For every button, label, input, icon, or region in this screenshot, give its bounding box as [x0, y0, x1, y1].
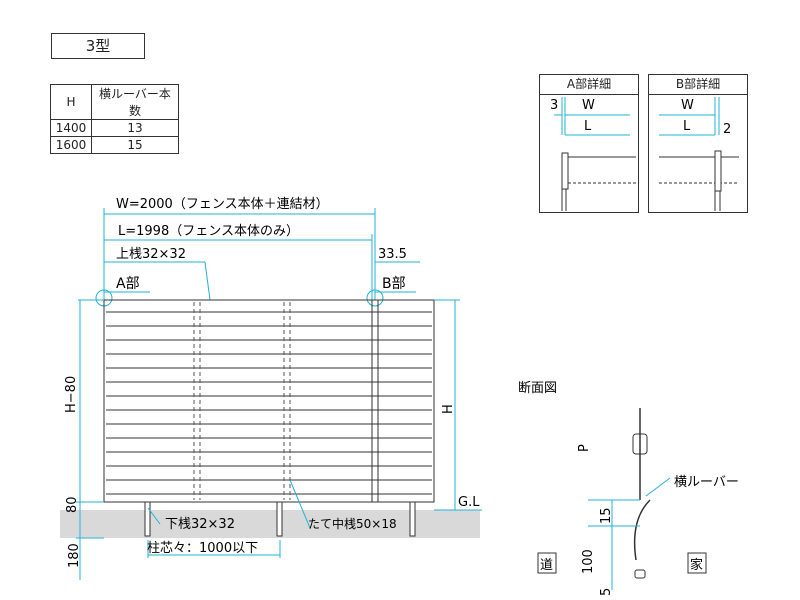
post-section	[561, 152, 569, 190]
bottom-rail-label: 下桟32×32	[165, 517, 235, 532]
l-label: L=1998（フェンス本体のみ）	[118, 224, 299, 239]
offset-label: 33.5	[378, 247, 407, 262]
section-louver	[633, 499, 651, 561]
detail-b-dim: 2	[723, 122, 731, 137]
section-title: 断面図	[518, 381, 557, 396]
table-header-count: 横ルーバー本数	[91, 84, 179, 120]
table-header-h: H	[50, 84, 92, 120]
louver-label: 横ルーバー	[674, 475, 739, 490]
ground-post	[276, 501, 283, 537]
section-rail	[632, 433, 648, 455]
section-100-label: 100	[581, 549, 596, 574]
house-box	[687, 552, 707, 574]
type-label: 3型	[51, 33, 145, 59]
detail-a-drawing: 3 W L	[550, 97, 636, 211]
top-rail-leader	[204, 261, 211, 301]
table-row: 1400 13	[50, 119, 179, 137]
gap-label: 80	[65, 496, 80, 513]
h-minus-label: H−80	[64, 376, 79, 413]
louver-leader	[645, 477, 671, 497]
joint-section	[714, 150, 722, 192]
detail-a-l: L	[584, 119, 592, 134]
gl-label: G.L	[458, 495, 480, 510]
table-cell-count: 13	[91, 119, 179, 137]
detail-b-panel: B部詳細 W L 2	[648, 74, 748, 213]
table-header-row: H 横ルーバー本数	[50, 84, 179, 120]
b-part-marker	[366, 289, 384, 307]
ground-band	[60, 510, 480, 538]
road-box	[537, 552, 557, 574]
embed-label: 180	[67, 543, 82, 568]
section-5-label: 5	[599, 588, 614, 596]
h-label: H	[441, 404, 456, 414]
house-label: 家	[690, 557, 703, 573]
a-part-label: A部	[116, 276, 140, 292]
table-cell-h: 1600	[50, 136, 92, 154]
detail-b-w: W	[681, 98, 694, 113]
section-15-label: 15	[599, 507, 614, 524]
ground-post	[409, 501, 416, 537]
fence-frame	[103, 299, 435, 503]
detail-a-w: W	[582, 98, 595, 113]
louver-group	[106, 311, 432, 495]
spec-table: H 横ルーバー本数 1400 13 1600 15	[50, 84, 179, 154]
detail-b-title: B部詳細	[649, 75, 747, 95]
section-p-label: P	[577, 444, 592, 452]
pitch-label: 柱芯々：1000以下	[147, 541, 258, 556]
road-label: 道	[540, 558, 553, 573]
w-label: W=2000（フェンス本体＋連結材）	[116, 197, 329, 212]
detail-a-panel: A部詳細 3 W L	[539, 74, 639, 213]
detail-b-l: L	[683, 119, 691, 134]
b-part-label: B部	[382, 276, 406, 292]
top-rail-label: 上桟32×32	[116, 247, 186, 262]
detail-a-title: A部詳細	[540, 75, 638, 95]
table-row: 1600 15	[50, 136, 179, 154]
bottom-rail-leader	[147, 507, 161, 525]
ground-post	[144, 501, 151, 537]
table-cell-count: 15	[91, 136, 179, 154]
detail-a-dim: 3	[550, 98, 558, 113]
mid-post-leader	[289, 479, 311, 529]
section-rail-bottom	[634, 569, 646, 579]
detail-b-drawing: W L 2	[659, 97, 739, 211]
mid-post-label: たて中桟50×18	[308, 516, 397, 531]
